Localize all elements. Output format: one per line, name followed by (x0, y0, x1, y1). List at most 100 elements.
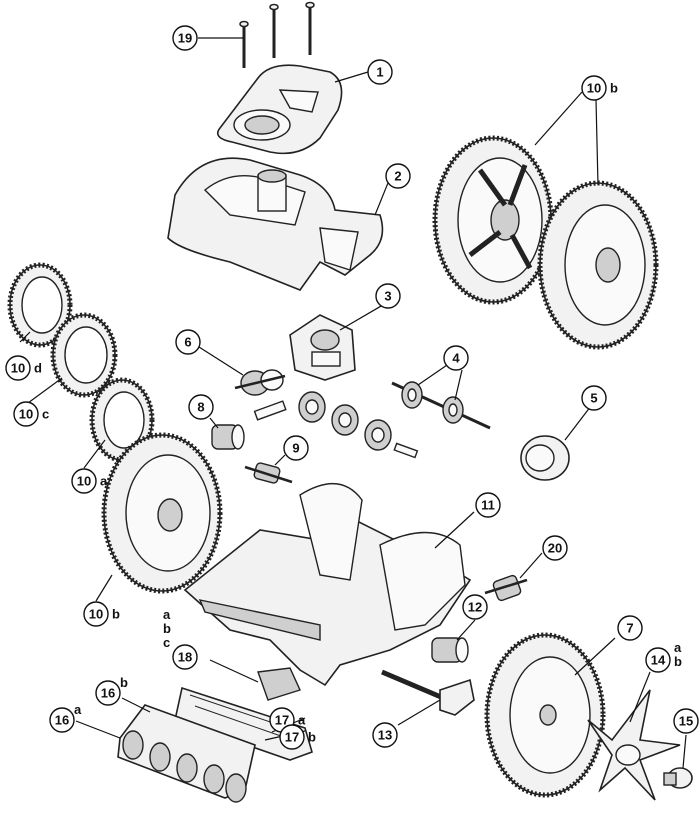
callout-number: 18 (178, 650, 192, 665)
callout-15: 15 (673, 708, 699, 734)
callout-number: 6 (184, 335, 191, 350)
wheel-part-10b-upper (432, 135, 554, 305)
callout-16b: 16b (95, 675, 128, 706)
callout-bubble (673, 708, 699, 734)
callout-suffix: d (34, 361, 42, 376)
callout-suffix: b (112, 607, 120, 622)
callout-bubble (188, 394, 214, 420)
callout-number: 5 (590, 391, 597, 406)
tire-ring-part-10d (7, 262, 73, 348)
callout-suffix: b (308, 730, 316, 745)
callout-number: 10 (11, 361, 25, 376)
callout-number: 1 (376, 65, 383, 80)
callout-number: 17 (285, 730, 299, 745)
callout-number: 12 (468, 600, 482, 615)
callout-suffix: a (74, 702, 82, 717)
callout-6: 6 (175, 329, 201, 355)
pin-parts (253, 400, 419, 459)
gear-part-6 (234, 369, 286, 396)
callout-bubble (581, 75, 607, 101)
turbine-housing-part-3 (289, 314, 356, 381)
callout-number: 15 (679, 714, 693, 729)
callout-bubble (172, 25, 198, 51)
callout-number: 4 (452, 351, 460, 366)
callout-number: 11 (481, 498, 495, 513)
callout-bubble (49, 707, 75, 733)
callout-16a: 16a (49, 702, 82, 733)
bearing-part-9 (244, 462, 293, 484)
tire-ring-part-10c (50, 312, 118, 398)
chassis-part-11 (183, 482, 472, 687)
callout-7: 7 (617, 615, 643, 641)
screw-part-19 (239, 1, 315, 68)
callout-bubble (475, 492, 501, 518)
callout-bubble (95, 680, 121, 706)
leader-lines (19, 37, 687, 769)
callout-8: 8 (188, 394, 214, 420)
callout-bubble (367, 59, 393, 85)
callout-3: 3 (375, 283, 401, 309)
callout-number: 7 (626, 621, 633, 636)
callout-number: 10 (77, 474, 91, 489)
shaft-part-13 (381, 669, 475, 716)
callout-10d: 10 d (5, 355, 42, 381)
callout-bubble (13, 401, 39, 427)
bushing-part-12 (431, 637, 469, 663)
drive-gear-parts (298, 391, 392, 451)
callout-12: 12 (462, 594, 488, 620)
wheel-part-10b-lower (101, 432, 223, 594)
callout-4: 4 (443, 345, 469, 371)
callout-bubble (462, 594, 488, 620)
callout-bubble (645, 647, 671, 673)
callout-number: 17 (275, 713, 289, 728)
callout-suffix: b (120, 675, 128, 690)
top-cover-part-1 (216, 64, 343, 155)
axle-gears-part-4 (391, 381, 491, 430)
skirt-part-16 (117, 704, 256, 803)
callout-suffix: a (298, 713, 306, 728)
rotor-part-14 (587, 689, 681, 801)
wheel-part-10b-upper-second (537, 180, 659, 350)
swivel-part-20 (484, 574, 528, 602)
callout-5: 5 (581, 385, 607, 411)
callout-number: 10 (587, 81, 601, 96)
callout-9: 9 (283, 435, 309, 461)
cap-part-15 (663, 767, 693, 789)
callout-number: 8 (197, 400, 204, 415)
callout-17b: 17 b (279, 724, 316, 750)
callout-bubble (83, 601, 109, 627)
callout-10b: 10 b (581, 75, 618, 101)
callout-11: 11 (475, 492, 501, 518)
callout-bubble (375, 283, 401, 309)
tire-ring-part-10a (89, 377, 155, 463)
callout-bubble (175, 329, 201, 355)
callout-number: 10 (19, 407, 33, 422)
callout-bubble (279, 724, 305, 750)
callout-suffix: a (100, 474, 108, 489)
callout-bubble (542, 535, 568, 561)
callout-10a: 10 a (71, 468, 108, 494)
brush-part-18 (257, 667, 301, 701)
hubcap-part-5 (520, 435, 570, 481)
callout-bubble (443, 345, 469, 371)
callout-bubble (283, 435, 309, 461)
callout-suffix: b (610, 81, 618, 96)
callout-number: 3 (384, 289, 391, 304)
callout-2: 2 (385, 163, 411, 189)
callout-1: 1 (367, 59, 393, 85)
callout-number: 20 (548, 541, 562, 556)
wheel-part-7 (484, 632, 606, 798)
callout-20: 20 (542, 535, 568, 561)
callout-19: 19 (172, 25, 198, 51)
callout-bubble (617, 615, 643, 641)
callout-bubble (372, 722, 398, 748)
gear-part-8 (211, 424, 245, 450)
callout-number: 2 (394, 169, 401, 184)
callout-number: 14 (651, 653, 666, 668)
